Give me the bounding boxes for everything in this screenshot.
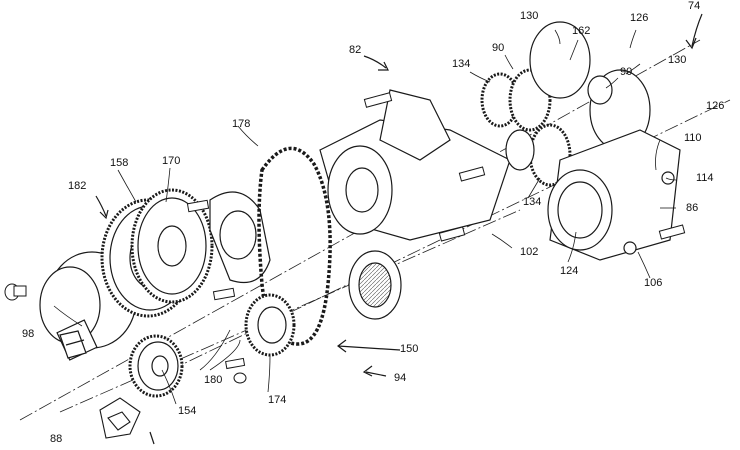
arrow-74: [691, 13, 703, 47]
cam-lobes-130: [529, 21, 651, 151]
label-154: 154: [178, 405, 197, 417]
label-114: 114: [696, 172, 714, 184]
label-102: 102: [520, 246, 539, 258]
arrow-182: [95, 195, 107, 217]
label-110: 110: [684, 132, 702, 144]
arrow-88: [149, 431, 155, 445]
direction-arrows: [95, 13, 703, 445]
label-90-right: 90: [620, 66, 633, 78]
label-158: 158: [110, 157, 129, 169]
timing-chain-150: [257, 146, 332, 346]
label-98: 98: [22, 328, 35, 340]
label-162: 162: [572, 25, 591, 37]
arrow-82: [363, 55, 387, 69]
gears-134-162: [480, 68, 572, 187]
gear-154: [128, 334, 184, 398]
sprocket-170: [130, 188, 214, 304]
label-126-top: 126: [630, 12, 649, 24]
label-134-bottom: 134: [523, 196, 542, 208]
housing-86: [547, 129, 681, 261]
label-182: 182: [68, 180, 87, 192]
label-88: 88: [50, 433, 63, 445]
arrow-94: [365, 371, 387, 377]
label-178: 178: [232, 118, 251, 130]
sprocket-174: [244, 293, 296, 357]
label-170: 170: [162, 155, 181, 167]
label-174: 174: [268, 394, 287, 406]
label-134-top: 134: [452, 58, 471, 70]
label-124: 124: [560, 265, 579, 277]
label-74: 74: [688, 0, 701, 12]
bolt-left: [4, 283, 27, 301]
label-86: 86: [686, 202, 699, 214]
bolts-right: [363, 92, 686, 242]
leader-lines: [53, 29, 677, 405]
label-94: 94: [394, 372, 407, 384]
label-130-right: 130: [668, 54, 687, 66]
roller-bearing: [348, 250, 402, 320]
label-126-right: 126: [706, 100, 725, 112]
label-130-top: 130: [520, 10, 539, 22]
guide-plate: [209, 191, 271, 284]
arrow-150: [337, 345, 401, 351]
camshaft-carrier-82: [319, 89, 511, 241]
label-90-top: 90: [492, 42, 505, 54]
bolts-180: [186, 199, 247, 384]
label-106: 106: [644, 277, 663, 289]
label-150: 150: [400, 343, 419, 355]
label-82: 82: [349, 44, 362, 56]
label-180: 180: [204, 374, 223, 386]
sensor-88: [99, 397, 141, 439]
